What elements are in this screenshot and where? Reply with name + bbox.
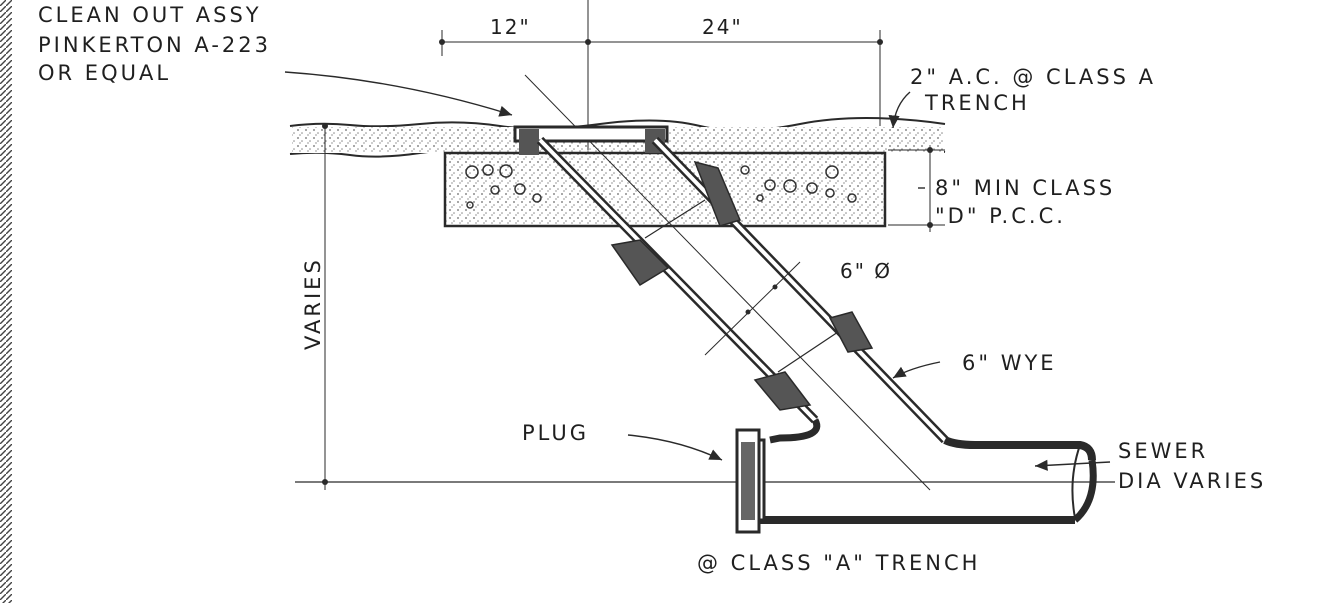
cleanout-label-line1: CLEAN OUT ASSY <box>38 3 262 27</box>
wye-label: 6" WYE <box>962 351 1057 375</box>
pcc-label-line1: 8" MIN CLASS <box>935 176 1115 200</box>
riser-pipe <box>536 136 949 444</box>
sewer-main <box>745 418 1097 524</box>
top-dimension-lines <box>439 0 883 150</box>
footer-label: @ CLASS "A" TRENCH <box>697 551 980 575</box>
cleanout-cap <box>513 125 669 155</box>
pipe-diameter-dimension <box>704 261 801 356</box>
ac-label-line2: TRENCH <box>924 91 1030 115</box>
pcc-concrete-block <box>443 151 887 228</box>
plug-label: PLUG <box>522 421 589 445</box>
pipe-diameter-label: 6" Ø <box>840 259 892 283</box>
riser-centerline <box>524 74 931 491</box>
dim-24-label: 24" <box>702 15 743 39</box>
pcc-depth-dimension <box>888 147 945 232</box>
sewer-label-line1: SEWER <box>1118 439 1208 463</box>
cleanout-label-line3: OR EQUAL <box>38 61 171 85</box>
leader-arrows <box>284 71 1111 471</box>
sewer-label-line2: DIA VARIES <box>1118 469 1266 493</box>
pipe-plug <box>735 428 761 534</box>
cleanout-label-line2: PINKERTON A-223 <box>38 33 271 57</box>
left-border-strip <box>0 0 12 603</box>
pcc-label-line2: "D" P.C.C. <box>935 204 1066 228</box>
dim-12-label: 12" <box>490 15 531 39</box>
ac-label-line1: 2" A.C. @ CLASS A <box>910 65 1156 89</box>
varies-label: VARIES <box>301 257 325 350</box>
